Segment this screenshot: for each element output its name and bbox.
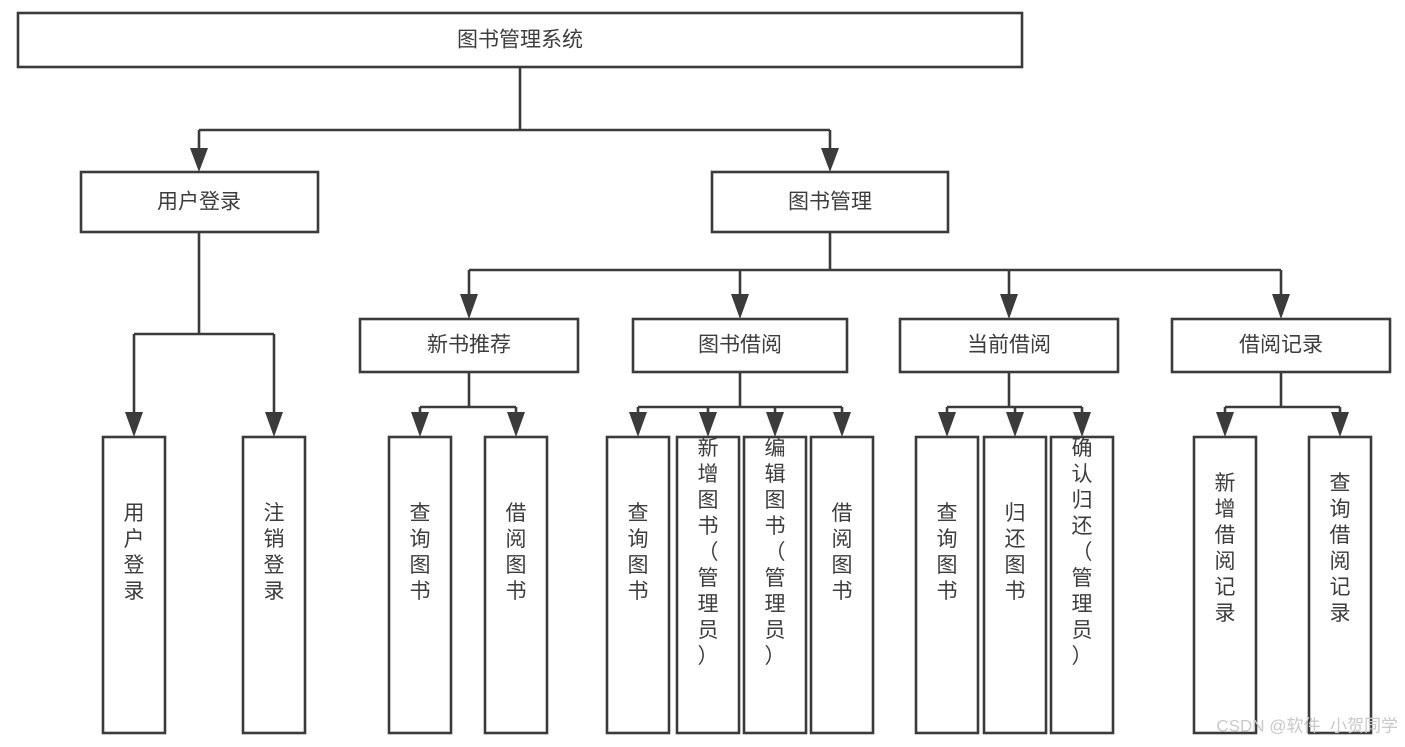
arrow-book-borrow-child-2-icon [699, 412, 717, 437]
node-current-borrow-label: 当前借阅 [967, 334, 1051, 357]
leaf-user-login-do[interactable]: 用户登录 [101, 435, 167, 735]
arrow-book-borrow-child-3-icon [766, 412, 784, 437]
leaf-return-book[interactable]: 归还图书 [982, 435, 1048, 735]
leaf-new-book-query-box[interactable] [387, 435, 453, 735]
leaf-user-logout-box[interactable] [241, 435, 307, 735]
leaf-user-logout-label: 注销登录 [264, 502, 285, 603]
leaf-current-query-book-box[interactable] [914, 435, 980, 735]
node-book-management[interactable]: 图书管理 [710, 170, 950, 234]
leaf-add-borrow-record[interactable]: 新增借阅记录 [1192, 435, 1258, 735]
arrow-book-borrow-child-1-icon [629, 412, 647, 437]
node-new-book-recommend[interactable]: 新书推荐 [358, 317, 580, 374]
leaf-borrow-query-book[interactable]: 查询图书 [605, 435, 671, 735]
leaf-borrow-book-box[interactable] [809, 435, 875, 735]
node-book-borrow[interactable]: 图书借阅 [631, 317, 849, 374]
leaf-add-book-admin-box[interactable] [675, 435, 741, 735]
leaf-edit-book-admin[interactable]: 编辑图书（管理员） [742, 435, 808, 735]
arrow-borrow-record-child-1-icon [1216, 412, 1234, 437]
arrow-to-book-mgmt-icon [821, 148, 839, 172]
leaf-query-borrow-record[interactable]: 查询借阅记录 [1307, 435, 1373, 735]
arrow-user-login-child-1-icon [125, 412, 143, 437]
node-book-borrow-box[interactable] [631, 317, 849, 374]
leaf-add-book-admin[interactable]: 新增图书（管理员） [675, 435, 741, 735]
arrow-current-borrow-child-1-icon [938, 412, 956, 437]
arrow-to-borrow-record-icon [1272, 294, 1290, 319]
leaf-current-query-book[interactable]: 查询图书 [914, 435, 980, 735]
leaf-new-book-borrow-label: 借阅图书 [506, 502, 527, 603]
node-borrow-record-box[interactable] [1170, 317, 1392, 374]
leaf-user-logout[interactable]: 注销登录 [241, 435, 307, 735]
arrow-to-user-login-icon [190, 148, 208, 172]
node-current-borrow[interactable]: 当前借阅 [898, 317, 1120, 374]
arrow-to-current-borrow-icon [1000, 294, 1018, 319]
arrow-to-book-borrow-icon [731, 294, 749, 319]
node-user-login[interactable]: 用户登录 [79, 170, 320, 234]
leaf-return-book-box[interactable] [982, 435, 1048, 735]
leaf-new-book-query-label: 查询图书 [410, 502, 431, 603]
leaf-add-borrow-record-box[interactable] [1192, 435, 1258, 735]
leaf-user-login-do-label: 用户登录 [124, 502, 145, 603]
leaf-current-query-book-label: 查询图书 [937, 502, 958, 603]
node-book-management-box[interactable] [710, 170, 950, 234]
leaf-confirm-return-admin-label: 确认归还（管理员） [1072, 437, 1093, 668]
node-user-login-label: 用户登录 [157, 191, 241, 214]
leaf-borrow-book[interactable]: 借阅图书 [809, 435, 875, 735]
arrow-new-book-child-1-icon [411, 412, 429, 437]
node-borrow-record[interactable]: 借阅记录 [1170, 317, 1392, 374]
leaf-new-book-query[interactable]: 查询图书 [387, 435, 453, 735]
node-current-borrow-box[interactable] [898, 317, 1120, 374]
arrow-to-new-book-icon [460, 294, 478, 319]
leaf-add-book-admin-label: 新增图书（管理员） [698, 437, 719, 668]
node-root-system-label: 图书管理系统 [457, 29, 583, 52]
leaf-query-borrow-record-label: 查询借阅记录 [1330, 472, 1351, 625]
leaf-add-borrow-record-label: 新增借阅记录 [1215, 472, 1236, 625]
arrow-current-borrow-child-2-icon [1006, 412, 1024, 437]
node-book-borrow-label: 图书借阅 [698, 334, 782, 357]
leaf-confirm-return-admin-box[interactable] [1049, 435, 1115, 735]
arrow-user-login-child-2-icon [265, 412, 283, 437]
leaf-borrow-query-book-label: 查询图书 [628, 502, 649, 603]
arrow-borrow-record-child-2-icon [1331, 412, 1349, 437]
node-root-system-box[interactable] [16, 11, 1024, 69]
node-borrow-record-label: 借阅记录 [1239, 334, 1323, 357]
leaf-edit-book-admin-box[interactable] [742, 435, 808, 735]
leaf-return-book-label: 归还图书 [1005, 502, 1026, 603]
leaf-confirm-return-admin[interactable]: 确认归还（管理员） [1049, 435, 1115, 735]
leaf-new-book-borrow[interactable]: 借阅图书 [483, 435, 549, 735]
arrow-current-borrow-child-3-icon [1073, 412, 1091, 437]
node-user-login-box[interactable] [79, 170, 320, 234]
arrow-new-book-child-2-icon [507, 412, 525, 437]
leaf-user-login-do-box[interactable] [101, 435, 167, 735]
leaf-edit-book-admin-label: 编辑图书（管理员） [765, 437, 786, 668]
node-book-management-label: 图书管理 [788, 191, 872, 214]
arrow-book-borrow-child-4-icon [833, 412, 851, 437]
node-root-system[interactable]: 图书管理系统 [16, 11, 1024, 69]
node-new-book-recommend-label: 新书推荐 [427, 334, 511, 357]
node-new-book-recommend-box[interactable] [358, 317, 580, 374]
leaf-borrow-query-book-box[interactable] [605, 435, 671, 735]
leaf-borrow-book-label: 借阅图书 [832, 502, 853, 603]
connector-layer [125, 67, 1349, 437]
leaf-query-borrow-record-box[interactable] [1307, 435, 1373, 735]
csdn-watermark: CSDN @软件_小贺同学 [1216, 716, 1398, 735]
leaf-new-book-borrow-box[interactable] [483, 435, 549, 735]
